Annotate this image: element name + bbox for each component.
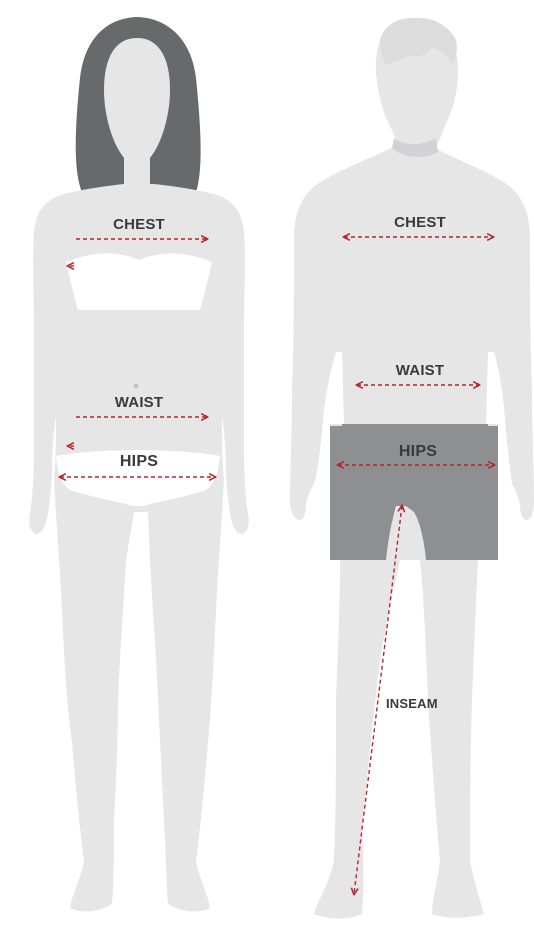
male-hips-label: HIPS bbox=[399, 443, 437, 461]
male-figure bbox=[290, 18, 534, 919]
male-waist-label: WAIST bbox=[396, 362, 445, 379]
male-chest-label: CHEST bbox=[394, 214, 446, 231]
female-neck bbox=[124, 150, 150, 186]
female-bra bbox=[66, 253, 212, 310]
male-inseam-label: INSEAM bbox=[386, 696, 438, 711]
female-chest-label: CHEST bbox=[113, 216, 165, 233]
female-hips-label: HIPS bbox=[120, 453, 158, 471]
female-navel bbox=[134, 384, 138, 388]
female-waist-label: WAIST bbox=[115, 394, 164, 411]
